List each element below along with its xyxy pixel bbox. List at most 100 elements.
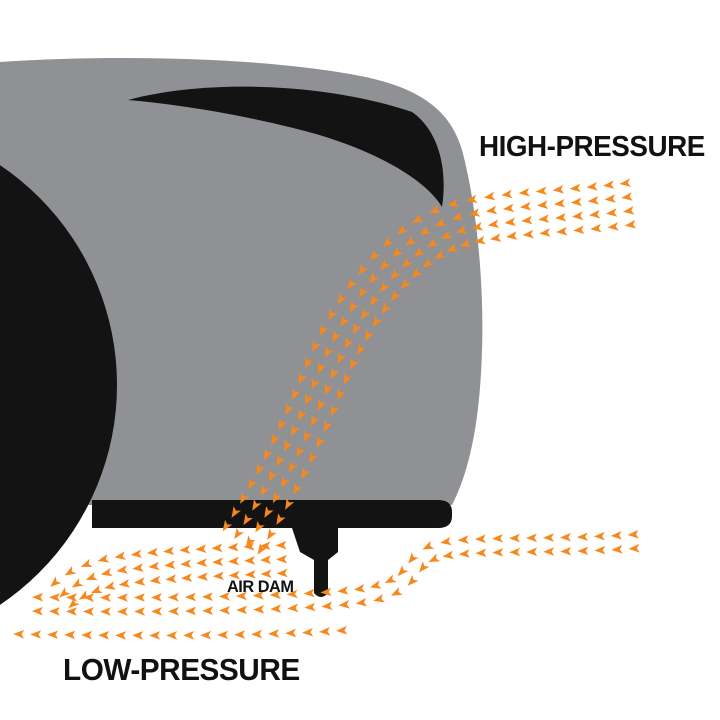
- flow-arrow: [260, 555, 272, 565]
- flow-arrow: [457, 535, 469, 544]
- flow-arrow: [293, 482, 303, 495]
- flow-arrow: [412, 213, 424, 224]
- flow-arrow: [236, 605, 248, 615]
- flow-arrow: [269, 590, 281, 600]
- flow-arrow: [368, 272, 380, 284]
- flow-arrow: [587, 195, 599, 205]
- flow-arrow: [373, 594, 385, 603]
- flow-arrow: [59, 587, 71, 598]
- flow-arrow: [133, 607, 146, 616]
- flow-arrow: [99, 607, 111, 616]
- flow-arrow: [569, 183, 581, 193]
- flow-arrow: [245, 535, 256, 547]
- flow-arrow: [321, 601, 333, 611]
- flow-arrow: [196, 572, 209, 581]
- flow-arrow: [228, 556, 240, 566]
- flow-arrow: [276, 513, 286, 525]
- flow-arrow: [521, 215, 533, 225]
- flow-arrow: [251, 629, 263, 639]
- flow-arrow: [276, 454, 286, 467]
- flow-arrow: [619, 178, 631, 187]
- flow-arrow: [222, 519, 233, 532]
- flow-arrow: [259, 541, 271, 551]
- flow-arrow: [168, 606, 180, 616]
- flow-arrow: [164, 560, 176, 569]
- flow-arrow: [586, 182, 598, 191]
- flow-arrow: [180, 559, 192, 568]
- flow-arrow: [501, 189, 513, 199]
- flow-arrow: [183, 631, 195, 640]
- flow-arrow: [256, 463, 266, 475]
- flow-arrow: [150, 593, 162, 602]
- flow-arrow: [13, 629, 25, 639]
- flow-arrow: [287, 603, 299, 613]
- flow-arrow: [554, 212, 567, 222]
- flow-arrow: [48, 607, 60, 616]
- flow-arrow: [288, 460, 298, 473]
- flow-arrow: [85, 571, 98, 580]
- flow-arrow: [474, 235, 486, 245]
- flow-arrow: [302, 627, 314, 637]
- flow-arrow: [577, 546, 589, 556]
- flow-arrow: [428, 553, 441, 563]
- flow-arrow: [519, 201, 532, 211]
- flow-arrow: [133, 593, 145, 602]
- flow-arrow: [286, 589, 298, 599]
- flow-arrow: [264, 506, 274, 518]
- flow-arrow: [100, 567, 113, 577]
- flow-arrow: [518, 187, 530, 197]
- flow-arrow: [337, 586, 349, 595]
- flow-arrow: [320, 587, 332, 597]
- flow-arrow: [502, 203, 515, 213]
- air-dam-shape: [290, 522, 338, 597]
- flow-arrow: [167, 592, 179, 602]
- flow-arrow: [305, 356, 314, 369]
- flow-arrow: [455, 225, 468, 234]
- flow-arrows-layer: [13, 178, 640, 640]
- flow-arrow: [305, 393, 314, 406]
- flow-arrow: [602, 180, 615, 189]
- flow-arrow: [590, 223, 602, 233]
- flow-arrow: [146, 547, 159, 557]
- flow-arrow: [382, 236, 394, 248]
- flow-arrow: [166, 631, 178, 640]
- flow-arrow: [349, 300, 359, 313]
- flow-arrow: [296, 445, 306, 458]
- flow-arrow: [49, 593, 61, 602]
- flow-arrow: [116, 593, 128, 602]
- flow-arrow: [80, 558, 93, 567]
- flow-arrow: [196, 558, 208, 567]
- flow-arrow: [303, 430, 313, 442]
- flow-arrow: [311, 414, 320, 427]
- flow-arrow: [559, 532, 572, 542]
- flow-arrow: [165, 574, 177, 583]
- flow-arrow: [468, 208, 481, 217]
- flow-arrow: [419, 225, 432, 236]
- flow-arrow: [268, 469, 278, 482]
- flow-arrow: [525, 533, 538, 543]
- flow-arrow: [304, 602, 316, 612]
- flow-arrow: [604, 194, 616, 203]
- flow-arrow: [489, 233, 502, 242]
- flow-arrow: [283, 439, 293, 452]
- flow-arrow: [487, 219, 500, 228]
- flow-arrow: [253, 605, 265, 614]
- flow-arrow: [270, 604, 282, 613]
- flow-arrow: [132, 563, 144, 572]
- flow-arrow: [118, 579, 131, 588]
- flow-arrow: [285, 498, 295, 510]
- flow-arrow: [272, 491, 282, 503]
- flow-arrow: [234, 527, 244, 540]
- flow-arrow: [405, 235, 417, 246]
- flow-arrow: [390, 268, 402, 280]
- flow-arrow: [240, 492, 250, 504]
- flow-arrow: [268, 629, 280, 638]
- car-body: [0, 58, 483, 505]
- flow-arrow: [357, 343, 367, 356]
- flow-arrow: [573, 225, 585, 235]
- flow-arrow: [281, 476, 290, 488]
- flow-arrow: [82, 607, 94, 616]
- flow-arrow: [364, 329, 374, 342]
- flow-arrow: [151, 607, 163, 616]
- flow-arrow: [610, 531, 622, 540]
